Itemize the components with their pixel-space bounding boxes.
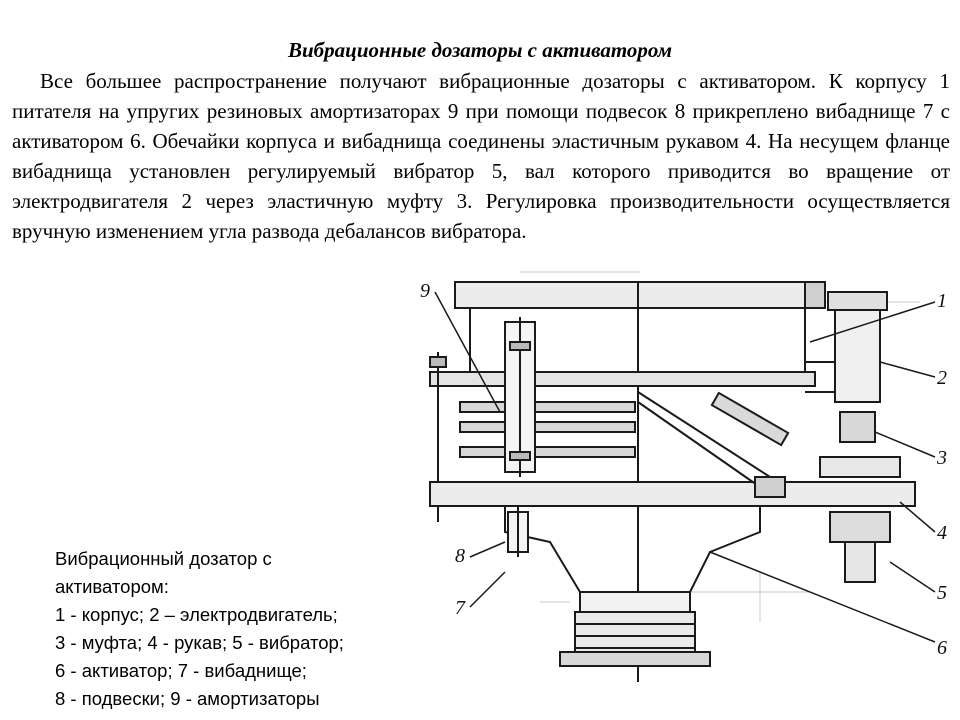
callout-9: 9	[420, 280, 430, 302]
caption-line: Вибрационный дозатор с	[55, 548, 272, 569]
caption-line: 6 - активатор; 7 - вибаднище;	[55, 660, 307, 681]
description-paragraph: Все большее распространение получают виб…	[12, 69, 950, 243]
callout-3: 3	[936, 447, 947, 469]
figure-caption: Вибрационный дозатор с активатором: 1 - …	[55, 545, 415, 713]
callout-8: 8	[455, 545, 465, 567]
caption-line: 8 - подвески; 9 - амортизаторы	[55, 688, 320, 709]
caption-line: 3 - муфта; 4 - рукав; 5 - вибратор;	[55, 632, 344, 653]
doser-drawing: 9 1 2 3 4 5 6 7 8	[410, 262, 955, 702]
caption-line: 1 - корпус; 2 – электродвигатель;	[55, 604, 338, 625]
callout-1: 1	[937, 290, 947, 312]
callout-5: 5	[937, 582, 947, 604]
callout-4: 4	[937, 522, 947, 544]
callout-2: 2	[937, 367, 947, 389]
caption-line: активатором:	[55, 576, 169, 597]
slide-title: Вибрационные дозаторы с активатором	[287, 38, 673, 62]
callout-6: 6	[937, 637, 947, 659]
callout-7: 7	[455, 597, 466, 619]
